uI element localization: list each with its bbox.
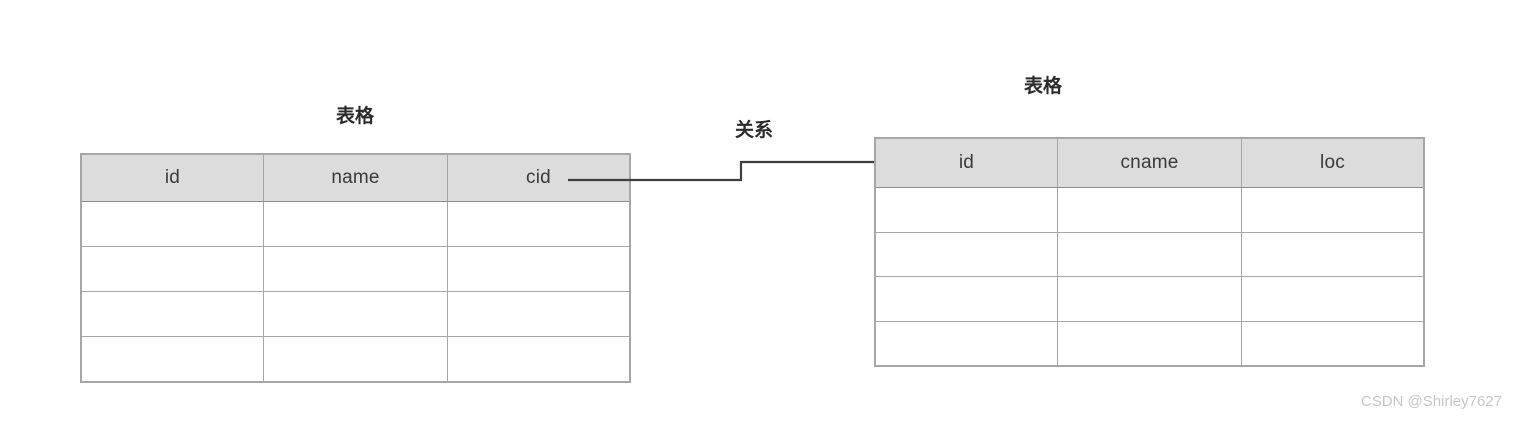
left-table-cell	[82, 292, 264, 336]
right-table-row	[876, 277, 1423, 322]
left-table-header-name: name	[264, 155, 448, 201]
right-table-header-loc: loc	[1320, 152, 1345, 173]
right-table-cell	[1058, 188, 1242, 232]
right-table-cell	[1058, 277, 1242, 321]
left-table-header-cid: cid	[526, 167, 551, 188]
left-table-row	[82, 337, 629, 381]
left-table-cell	[82, 337, 264, 381]
left-table-cell	[264, 292, 448, 336]
left-table-caption: 表格	[335, 106, 375, 127]
right-table-cell	[876, 232, 1058, 276]
right-table-cell	[1242, 322, 1423, 366]
right-table-row	[876, 188, 1423, 233]
right-table-row	[876, 321, 1423, 366]
watermark-text: CSDN @Shirley7627	[1360, 393, 1502, 410]
right-table-header-id: id	[876, 139, 1058, 187]
right-table-cell	[1058, 232, 1242, 276]
left-table-row	[82, 247, 629, 292]
left-table-cell	[264, 337, 448, 381]
right-table: id cname loc	[874, 137, 1425, 367]
left-table-cell	[448, 292, 629, 336]
left-table-cell	[82, 202, 264, 246]
left-table-header-id: id	[82, 155, 264, 201]
left-table-cell	[448, 247, 629, 291]
right-table-caption: 表格	[1023, 76, 1063, 97]
right-table-cell	[1242, 233, 1423, 277]
left-table-cell	[448, 202, 629, 246]
right-table-cell	[876, 188, 1058, 232]
left-table-cell	[82, 247, 264, 291]
left-table-cell	[264, 247, 448, 291]
right-table-cell	[1242, 277, 1423, 321]
left-table-cell	[264, 202, 448, 246]
left-table-header-row: id name cid	[82, 155, 629, 202]
right-table-cell	[876, 321, 1058, 365]
left-table-row	[82, 202, 629, 247]
right-table-row	[876, 232, 1423, 277]
right-table-header-cname: cname	[1058, 139, 1242, 187]
left-table-row	[82, 292, 629, 337]
left-table-cell	[448, 337, 629, 381]
relation-label: 关系	[734, 120, 774, 141]
right-table-cell	[1242, 188, 1423, 232]
right-table-cell	[1058, 321, 1242, 365]
right-table-cell	[876, 277, 1058, 321]
right-table-header-row: id cname loc	[876, 139, 1423, 188]
left-table: id name cid	[80, 153, 631, 383]
